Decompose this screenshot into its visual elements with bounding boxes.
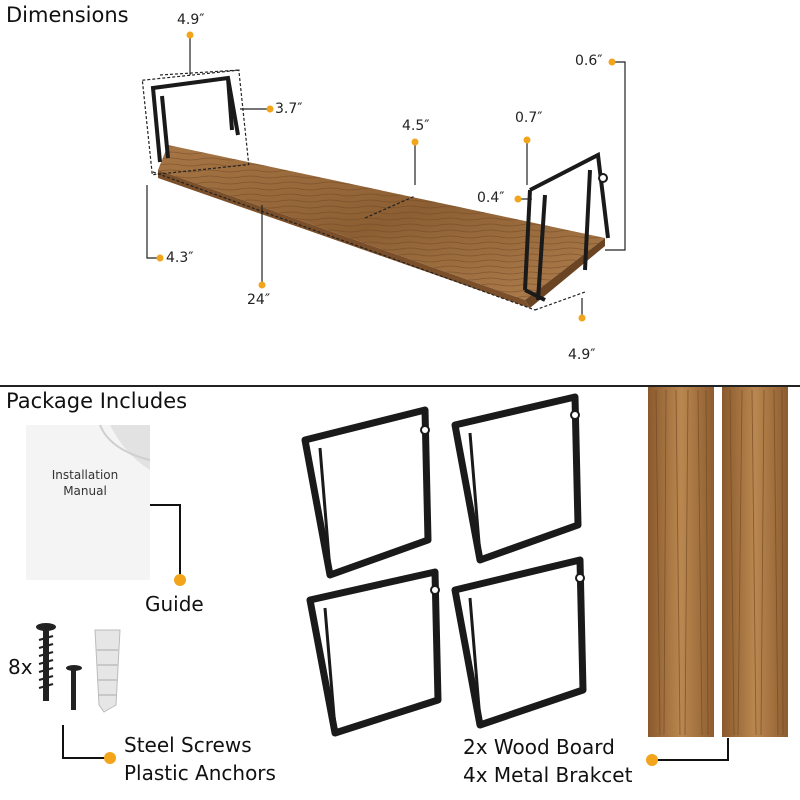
boards-line2: 4x Metal Brakcet — [463, 763, 633, 787]
anchor-icon — [94, 629, 121, 713]
screws-line1: Steel Screws — [124, 733, 252, 757]
manual-line2: Manual — [63, 484, 107, 498]
right-bracket — [523, 151, 610, 302]
screws-line2: Plastic Anchors — [124, 761, 276, 785]
dim-shelf-height-left: 4.3″ — [166, 250, 194, 266]
screw-icon — [36, 623, 82, 710]
screw-count: 8x — [8, 655, 33, 679]
wood-boards — [648, 387, 788, 737]
dim-bracket-thickness: 0.7″ — [515, 110, 543, 126]
screws-label: Steel Screws Plastic Anchors — [124, 731, 276, 787]
manual-image — [26, 424, 151, 580]
dim-bracket-height-right: 0.6″ — [575, 53, 603, 69]
shelf-dimension-diagram — [141, 31, 626, 322]
shelf-board — [158, 145, 605, 308]
manual-line1: Installation — [51, 468, 119, 482]
dimensions-title: Dimensions — [6, 3, 129, 27]
dim-bracket-width-top: 4.9″ — [177, 12, 205, 28]
metal-brackets — [301, 393, 587, 737]
boards-label: 2x Wood Board 4x Metal Brakcet — [463, 733, 632, 789]
boards-line1: 2x Wood Board — [463, 735, 615, 759]
manual-label: Installation Manual — [40, 467, 130, 499]
dimension-markers — [156, 31, 616, 322]
package-title: Package Includes — [6, 389, 188, 413]
dim-bracket-width-bottom: 4.9″ — [568, 347, 596, 363]
dim-bracket-height-left: 3.7″ — [275, 101, 303, 117]
dim-bracket-gap: 0.4″ — [477, 190, 505, 206]
dim-shelf-depth: 4.5″ — [402, 118, 430, 134]
section-divider — [0, 385, 800, 387]
left-bracket — [150, 75, 240, 163]
guide-label: Guide — [145, 592, 204, 616]
dim-shelf-length: 24″ — [247, 292, 271, 308]
